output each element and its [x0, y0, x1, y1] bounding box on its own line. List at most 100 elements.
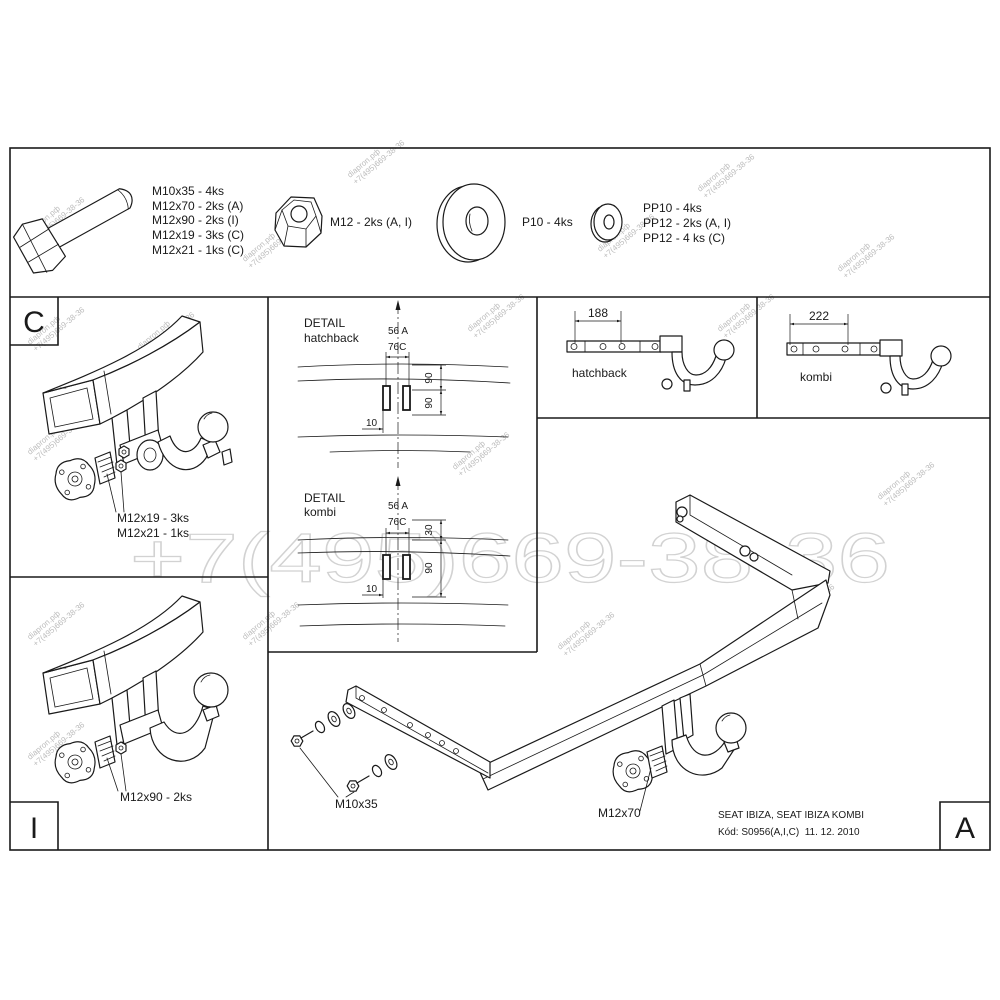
- panel-i-letter-box: [10, 801, 59, 850]
- dim-lower: 90: [424, 397, 435, 409]
- flat-washer: [384, 754, 398, 770]
- bumper-profile: [297, 363, 511, 453]
- detail-kombi-variant: kombi: [304, 505, 336, 519]
- watermark-small: diapron.рф+7(495)669-38-36: [346, 138, 407, 187]
- socket-plate: [661, 378, 673, 390]
- outer-border: [9, 147, 991, 851]
- leader-lines: [299, 747, 355, 798]
- detail-hatchback-variant: hatchback: [304, 331, 360, 345]
- panel-dividers: [10, 296, 990, 850]
- tow-ball: [930, 345, 952, 367]
- socket-connector: [94, 451, 116, 485]
- panel-a-bolt-label-2: M12x70: [598, 806, 641, 820]
- direction-arrow: [395, 300, 401, 310]
- panel-i-label: M12x90 - 2ks: [120, 790, 192, 804]
- panel-c: C M12x19 - 3ks M12x21 - 1ks: [23, 306, 233, 540]
- flat-washer: [342, 703, 356, 719]
- direction-arrow: [395, 476, 401, 486]
- dim-upper: 90: [424, 372, 435, 384]
- panel-i-letter: I: [30, 812, 38, 845]
- lock-key: [221, 448, 233, 466]
- drawing-frame: [9, 147, 991, 851]
- vehicle-model: SEAT IBIZA, SEAT IBIZA KOMBI: [718, 810, 864, 821]
- dim-upper: 30: [424, 524, 435, 536]
- dim-56a: 56 A: [388, 501, 408, 512]
- spring-washer: [314, 720, 326, 734]
- bolt-head-icon: [115, 741, 127, 755]
- tow-ball: [197, 411, 229, 443]
- parts-list: M10x35 - 4ks M12x70 - 2ks (A) M12x90 - 2…: [12, 183, 731, 274]
- leader-line: [639, 767, 652, 812]
- bolt-head-icon: [739, 545, 751, 557]
- socket-connector: [94, 735, 116, 769]
- watermark-small: diapron.рф+7(495)669-38-36: [241, 600, 302, 649]
- tow-ball: [715, 712, 747, 744]
- fastener-set-1: [289, 703, 356, 750]
- dimension-lines: [789, 314, 849, 345]
- panel-c-letter-box: [10, 297, 59, 346]
- view-hatchback-label: hatchback: [572, 366, 628, 380]
- flat-washer-hole: [465, 206, 489, 236]
- dim-76c: 76C: [388, 342, 406, 353]
- socket-plate: [50, 454, 101, 504]
- detail-hatchback: DETAIL hatchback 56 A 76C 90 90 10: [297, 300, 511, 468]
- panel-c-letter: C: [23, 306, 45, 339]
- flat-washer-drawing: [436, 183, 506, 263]
- spring-washer-label-1: PP10 - 4ks: [643, 201, 702, 215]
- left-mounting-plate: [345, 685, 491, 779]
- bolt-label-3: M12x90 - 2ks (I): [152, 213, 239, 227]
- ball-arm: [157, 435, 214, 471]
- bolt-head-icon: [676, 506, 688, 518]
- fastener-set-2: [345, 754, 398, 795]
- dimension-lines: [382, 352, 446, 433]
- bolt-label-1: M10x35 - 4ks: [152, 184, 224, 198]
- tow-ball: [713, 339, 735, 361]
- leader-lines: [106, 753, 127, 792]
- spring-washer-label-3: PP12 - 4 ks (C): [643, 231, 725, 245]
- flat-washer: [327, 711, 341, 727]
- spring-washer-drawing: [590, 203, 623, 243]
- dim-offset: 10: [366, 584, 378, 595]
- view-kombi: 222 kombi: [786, 309, 952, 396]
- watermark-small: diapron.рф+7(495)669-38-36: [696, 152, 757, 201]
- bolt-shaft: [47, 188, 133, 249]
- flat-washer-label: P10 - 4ks: [522, 215, 573, 229]
- spring-washer-hole: [603, 214, 615, 230]
- dim-56a: 56 A: [388, 326, 408, 337]
- watermark-small: diapron.рф+7(495)669-38-36: [876, 460, 937, 509]
- nut-drawing: [274, 196, 323, 248]
- bolt-drawing: [12, 188, 133, 274]
- watermark-small: diapron.рф+7(495)669-38-36: [836, 232, 897, 281]
- bolt-head-icon: [345, 777, 361, 795]
- mounting-bolt: [402, 385, 411, 411]
- watermark-small: diapron.рф+7(495)669-38-36: [466, 292, 527, 341]
- bolt-label-5: M12x21 - 1ks (C): [152, 243, 244, 257]
- detail-hatchback-title: DETAIL: [304, 316, 345, 330]
- watermark-small: diapron.рф+7(495)669-38-36: [556, 610, 617, 659]
- drawing-code: Kód: S0956(A,I,C) 11. 12. 2010: [718, 827, 860, 838]
- bracket-plate: [679, 693, 694, 741]
- mounting-bar: [566, 340, 662, 353]
- bumper-profile: [297, 537, 511, 627]
- dim-188: 188: [588, 306, 608, 320]
- bolt-label-4: M12x19 - 3ks (C): [152, 228, 244, 242]
- nut-hole: [290, 205, 308, 223]
- dimension-lines: [574, 311, 622, 343]
- spring-washer-label-2: PP12 - 2ks (A, I): [643, 216, 731, 230]
- watermark-small: diapron.рф+7(495)669-38-36: [451, 430, 512, 479]
- panel-a-letter: A: [955, 812, 975, 845]
- panel-c-label-2: M12x21 - 1ks: [117, 526, 189, 540]
- view-kombi-label: kombi: [800, 370, 832, 384]
- crossbar-tube: [477, 579, 831, 791]
- bracket: [879, 339, 903, 357]
- panel-a-letter-box: [939, 801, 990, 850]
- mounting-bar: [786, 342, 881, 356]
- bolt-label-2: M12x70 - 2ks (A): [152, 199, 243, 213]
- bolt-head-icon: [115, 459, 127, 473]
- dim-offset: 10: [366, 418, 378, 429]
- leader-lines: [106, 471, 125, 513]
- panel-i: M12x90 - 2ks I: [30, 595, 229, 845]
- dim-76c: 76C: [388, 517, 406, 528]
- dimension-lines: [382, 519, 446, 598]
- tow-ball: [193, 672, 229, 708]
